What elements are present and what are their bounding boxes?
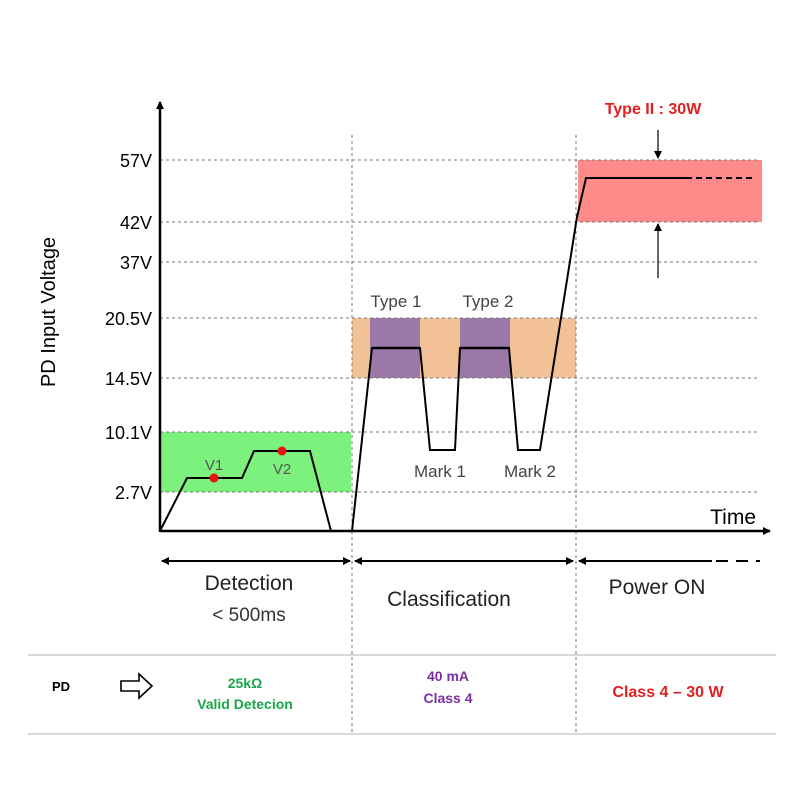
- y-tick-10-1v: 10.1V: [105, 423, 152, 443]
- detection-band: [160, 432, 351, 492]
- power-on-phase-label: Power ON: [609, 576, 706, 599]
- v2-label: V2: [273, 461, 291, 478]
- y-tick-2-7v: 2.7V: [115, 483, 152, 503]
- y-tick-42v: 42V: [120, 213, 152, 233]
- mark1-label: Mark 1: [414, 462, 466, 481]
- y-tick-57v: 57V: [120, 151, 152, 171]
- detection-phase-label: Detection: [205, 572, 294, 595]
- y-axis-label: PD Input Voltage: [38, 237, 60, 387]
- power-class-text: Class 4 – 30 W: [612, 684, 724, 701]
- detection-waveform: [159, 450, 332, 532]
- y-tick-37v: 37V: [120, 253, 152, 273]
- y-tick-20-5v: 20.5V: [105, 309, 152, 329]
- detection-resistance: 25kΩ: [228, 675, 263, 691]
- power-band: [578, 160, 762, 222]
- y-tick-14-5v: 14.5V: [105, 369, 152, 389]
- right-arrow-icon: [120, 672, 154, 700]
- classification-phase-label: Classification: [387, 588, 511, 611]
- y-tick-labels: 57V 42V 37V 20.5V 14.5V 10.1V 2.7V: [105, 151, 152, 503]
- classification-current: 40 mA: [427, 668, 469, 684]
- type2-label: Type 2: [462, 292, 513, 311]
- pd-label: PD: [52, 679, 70, 694]
- v1-label: V1: [205, 457, 223, 474]
- detection-valid: Valid Detecion: [197, 696, 293, 712]
- v1-marker: [209, 473, 219, 483]
- classification-class: Class 4: [423, 690, 472, 706]
- x-axis-label: Time: [710, 506, 756, 529]
- type1-label: Type 1: [370, 292, 421, 311]
- power-type-label: Type II : 30W: [605, 101, 703, 118]
- detection-time-label: < 500ms: [212, 605, 285, 626]
- v2-marker: [277, 446, 287, 456]
- gridlines: [160, 135, 760, 735]
- mark2-label: Mark 2: [504, 462, 556, 481]
